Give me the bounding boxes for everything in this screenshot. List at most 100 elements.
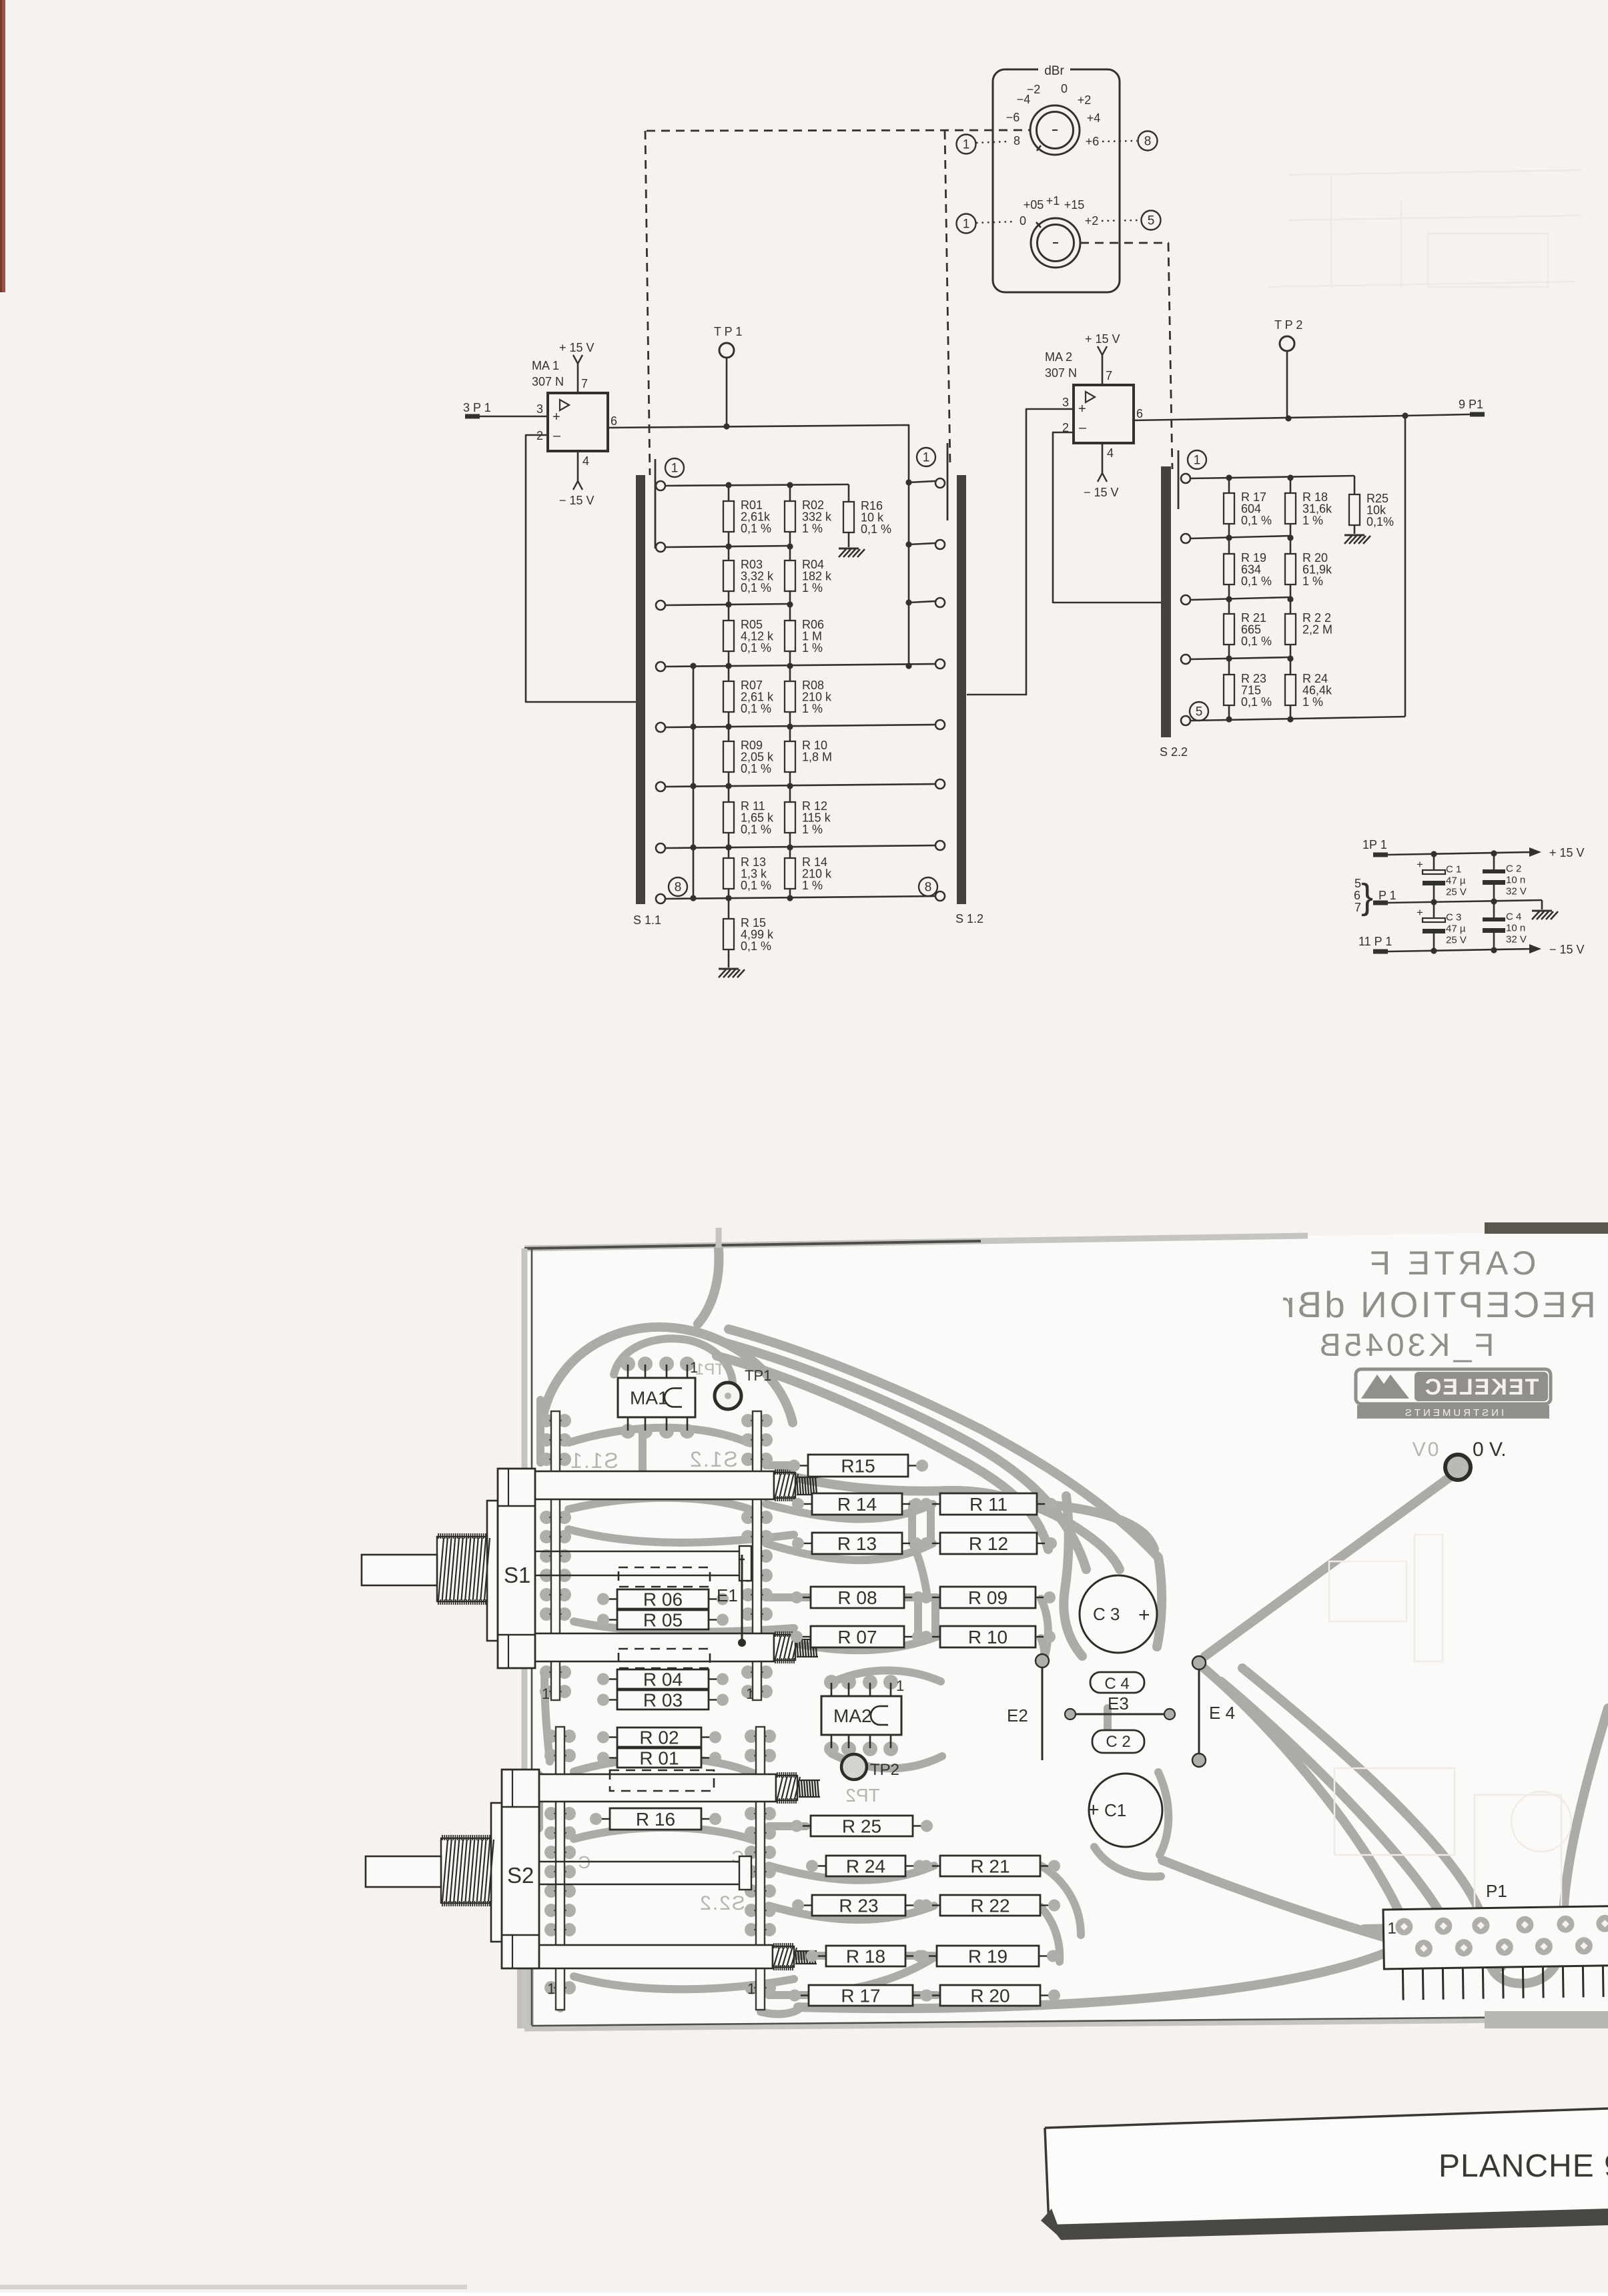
svg-text:+: + — [1417, 858, 1423, 871]
svg-text:3 P 1: 3 P 1 — [463, 401, 491, 414]
svg-text:8: 8 — [1144, 135, 1152, 149]
svg-text:R 19: R 19 — [968, 1946, 1008, 1967]
svg-text:1: 1 — [547, 1980, 555, 1997]
svg-text:T P 2: T P 2 — [1274, 318, 1302, 332]
svg-text:0V: 0V — [1411, 1439, 1439, 1461]
svg-text:+1: +1 — [1046, 194, 1060, 208]
svg-text:R 24: R 24 — [846, 1856, 885, 1877]
svg-text:R03: R03 — [741, 558, 763, 571]
svg-text:E2: E2 — [1007, 1705, 1028, 1726]
svg-text:−6: −6 — [1006, 111, 1020, 124]
svg-text:1 %: 1 % — [802, 581, 823, 595]
svg-text:S1.2: S1.2 — [689, 1447, 738, 1471]
svg-text:TEKELEC: TEKELEC — [1424, 1375, 1539, 1400]
svg-text:1: 1 — [671, 462, 679, 476]
svg-text:5: 5 — [1148, 214, 1155, 228]
svg-text:R 15: R 15 — [741, 916, 766, 929]
svg-text:P 1: P 1 — [1378, 889, 1396, 902]
svg-text:S1: S1 — [504, 1563, 530, 1587]
svg-text:25 V: 25 V — [1446, 935, 1467, 946]
svg-text:1 %: 1 % — [802, 522, 823, 535]
svg-text:R 09: R 09 — [968, 1587, 1008, 1608]
svg-text:R 03: R 03 — [643, 1690, 683, 1711]
svg-text:S1.1: S1.1 — [569, 1449, 619, 1473]
svg-text:MA1: MA1 — [630, 1388, 669, 1409]
svg-text:R 23: R 23 — [1241, 672, 1266, 685]
svg-text:E 4: E 4 — [1209, 1703, 1235, 1723]
svg-text:0,1 %: 0,1 % — [861, 522, 891, 536]
svg-text:S2.2: S2.2 — [699, 1892, 745, 1914]
svg-text:10 n: 10 n — [1506, 923, 1525, 934]
svg-text:10k: 10k — [1366, 504, 1386, 517]
svg-text:− 15 V: − 15 V — [1084, 486, 1119, 499]
svg-text:R 21: R 21 — [970, 1856, 1010, 1877]
svg-text:1 %: 1 % — [1302, 514, 1323, 527]
svg-text:R 20: R 20 — [970, 1986, 1010, 2006]
svg-text:+6: +6 — [1086, 135, 1100, 148]
svg-text:R 22: R 22 — [970, 1896, 1010, 1916]
svg-text:0,1 %: 0,1 % — [741, 762, 771, 775]
svg-text:1P 1: 1P 1 — [1362, 838, 1387, 851]
svg-text:R 06: R 06 — [643, 1589, 683, 1610]
svg-text:S 1.2: S 1.2 — [955, 912, 983, 925]
svg-text:5: 5 — [1354, 877, 1361, 890]
svg-text:332 k: 332 k — [802, 510, 832, 524]
svg-text:}: } — [1361, 877, 1373, 917]
svg-text:PLANCHE 9: PLANCHE 9 — [1439, 2149, 1608, 2184]
svg-text:R09: R09 — [741, 739, 763, 752]
svg-text:0,1 %: 0,1 % — [741, 581, 771, 595]
svg-text:0,1 %: 0,1 % — [741, 641, 771, 655]
svg-text:665: 665 — [1241, 623, 1261, 637]
svg-text:TP1: TP1 — [745, 1367, 771, 1384]
svg-text:1 %: 1 % — [802, 641, 823, 655]
svg-text:TP2: TP2 — [870, 1761, 899, 1779]
svg-text:307 N: 307 N — [1045, 366, 1077, 380]
svg-text:307 N: 307 N — [532, 375, 564, 388]
svg-text:R 14: R 14 — [837, 1494, 877, 1515]
svg-text:3: 3 — [1062, 396, 1069, 409]
svg-text:+ 15 V: + 15 V — [1085, 332, 1120, 346]
svg-text:634: 634 — [1241, 563, 1261, 577]
svg-text:E1: E1 — [717, 1585, 738, 1605]
svg-text:+4: +4 — [1087, 111, 1101, 125]
svg-text:R25: R25 — [1366, 492, 1388, 505]
svg-text:+2: +2 — [1085, 214, 1099, 228]
svg-text:10 k: 10 k — [861, 511, 884, 524]
svg-text:MA 2: MA 2 — [1045, 350, 1072, 364]
svg-text:1,8 M: 1,8 M — [802, 751, 832, 764]
svg-text:R 23: R 23 — [839, 1896, 878, 1916]
svg-text:0,1 %: 0,1 % — [741, 939, 771, 953]
svg-text:RECEPTION dBr: RECEPTION dBr — [1280, 1284, 1596, 1325]
svg-text:R 07: R 07 — [837, 1627, 877, 1647]
svg-text:C 4: C 4 — [1104, 1675, 1129, 1693]
svg-text:31,6k: 31,6k — [1302, 502, 1332, 516]
svg-text:+05: +05 — [1024, 198, 1044, 212]
svg-text:61,9k: 61,9k — [1302, 563, 1332, 577]
svg-text:INSTRUMENTS: INSTRUMENTS — [1402, 1407, 1504, 1419]
svg-text:− 15 V: − 15 V — [1549, 943, 1585, 956]
svg-text:C 3: C 3 — [1446, 912, 1461, 923]
svg-text:1: 1 — [896, 1677, 904, 1694]
svg-text:0,1 %: 0,1 % — [741, 702, 771, 715]
svg-text:0,1%: 0,1% — [1366, 515, 1394, 528]
svg-text:8: 8 — [925, 881, 932, 895]
svg-text:1: 1 — [690, 1359, 698, 1376]
svg-text:1 %: 1 % — [1302, 695, 1323, 709]
svg-text:C1: C1 — [1104, 1800, 1126, 1820]
svg-text:1: 1 — [1194, 454, 1201, 468]
svg-text:0 V.: 0 V. — [1473, 1439, 1507, 1461]
svg-text:R06: R06 — [802, 618, 824, 631]
svg-text:R 17: R 17 — [1241, 490, 1266, 504]
svg-text:MA 1: MA 1 — [532, 359, 559, 372]
svg-text:−4: −4 — [1017, 93, 1031, 106]
svg-text:1,3 k: 1,3 k — [741, 867, 767, 881]
svg-text:R 10: R 10 — [802, 739, 827, 752]
svg-text:1 %: 1 % — [802, 879, 823, 892]
svg-text:11 P 1: 11 P 1 — [1358, 935, 1392, 948]
svg-text:46,4k: 46,4k — [1302, 684, 1332, 697]
svg-text:E3: E3 — [1108, 1693, 1129, 1713]
svg-text:+2: +2 — [1078, 93, 1092, 107]
svg-text:R08: R08 — [802, 679, 824, 692]
svg-text:+: + — [1078, 402, 1086, 416]
svg-text:C 3: C 3 — [1093, 1604, 1120, 1624]
